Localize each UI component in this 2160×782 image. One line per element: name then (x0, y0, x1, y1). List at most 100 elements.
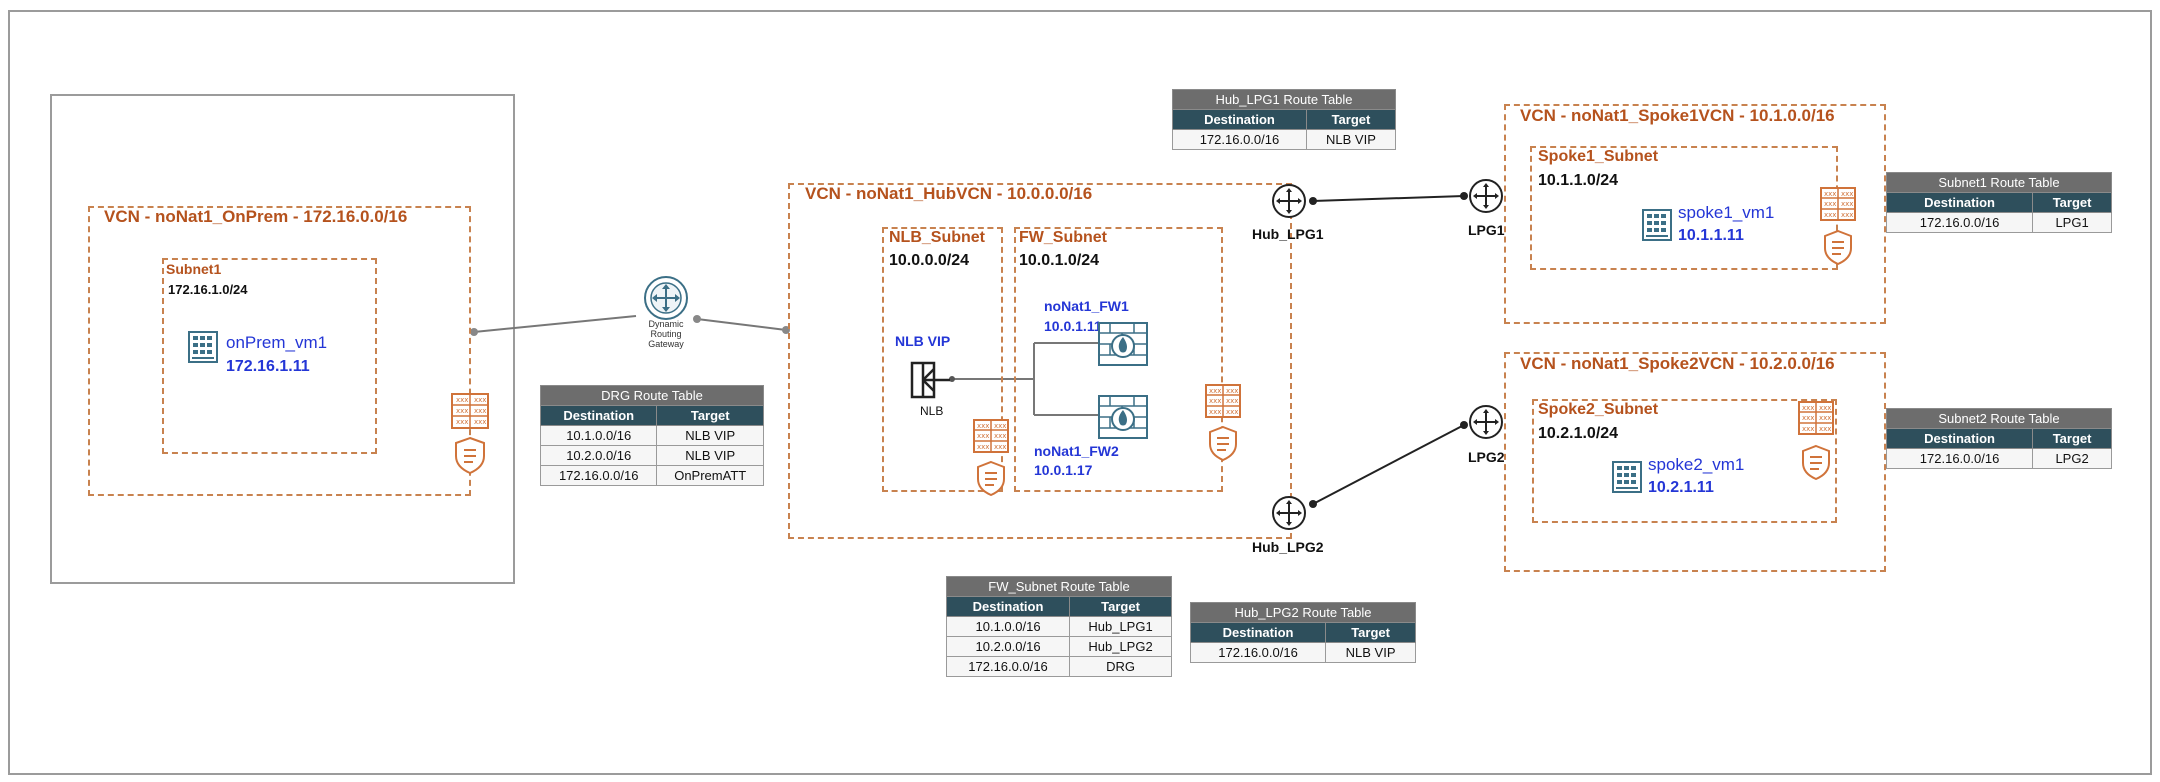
fw-subnet-route-table-title: FW_Subnet Route Table (946, 576, 1172, 597)
column-header-target: Target (2032, 192, 2112, 213)
security-list-shield-icon (977, 460, 1005, 496)
nlb-subnet-title: NLB_Subnet (889, 229, 985, 246)
column-header-destination: Destination (945, 596, 1071, 617)
svg-text:xxx: xxx (994, 432, 1006, 440)
column-header-destination: Destination (539, 405, 658, 426)
nlb-subnet-box (882, 227, 1003, 492)
spoke1-subnet-title: Spoke1_Subnet (1538, 148, 1659, 165)
drg-router-icon (644, 276, 688, 320)
svg-text:xxx: xxx (1209, 408, 1221, 416)
vm-icon (1612, 461, 1642, 493)
svg-text:xxx: xxx (1824, 190, 1836, 198)
firewall-icon (1098, 322, 1148, 366)
svg-text:xxx: xxx (1226, 408, 1238, 416)
spoke2-subnet-box (1532, 399, 1837, 523)
security-list-shield-icon (1802, 444, 1830, 480)
svg-text:xxx: xxx (456, 396, 468, 404)
fw2-name: noNat1_FW2 (1034, 443, 1119, 459)
hub-lpg2-route-table-title: Hub_LPG2 Route Table (1190, 602, 1416, 623)
svg-text:xxx: xxx (1226, 397, 1238, 405)
svg-text:xxx: xxx (456, 407, 468, 415)
spoke2-vcn-title: VCN - noNat1_Spoke2VCN - 10.2.0.0/16 (1520, 354, 1835, 373)
column-header-target: Target (1305, 109, 1397, 130)
outer-frame (8, 10, 2152, 775)
hub-vcn-box (788, 183, 1292, 539)
drg-label-line1: Dynamic (648, 319, 684, 329)
spoke1-vcn-box (1504, 104, 1886, 324)
onprem-vcn-title: VCN - noNat1_OnPrem - 172.16.0.0/16 (104, 207, 408, 226)
fw2-ip: 10.0.1.17 (1034, 462, 1093, 478)
nlb-subnet-cidr: 10.0.0.0/24 (889, 252, 970, 269)
svg-text:xxx: xxx (1819, 425, 1831, 433)
svg-text:xxx: xxx (1841, 200, 1853, 208)
subnet2-route-table-title: Subnet2 Route Table (1886, 408, 2112, 429)
onprem-vcn-box (88, 206, 471, 496)
lpg2-label: LPG2 (1468, 449, 1505, 465)
column-header-destination: Destination (1172, 109, 1307, 130)
column-header-target: Target (656, 405, 764, 426)
security-list-shield-icon (455, 436, 485, 474)
nlb-vip-label: NLB VIP (895, 333, 951, 349)
svg-text:xxx: xxx (994, 443, 1006, 451)
svg-text:xxx: xxx (1802, 404, 1814, 412)
hub-lpg1-label: Hub_LPG1 (1252, 226, 1324, 242)
onprem-subnet-box (162, 258, 377, 454)
svg-text:xxx: xxx (1802, 425, 1814, 433)
svg-text:xxx: xxx (977, 432, 989, 440)
load-balancer-icon (910, 361, 950, 399)
svg-text:xxx: xxx (1819, 414, 1831, 422)
svg-text:xxx: xxx (1824, 211, 1836, 219)
lpg1-label: LPG1 (1468, 222, 1505, 238)
lpg1-router-icon (1469, 179, 1503, 213)
drg-route-table-title: DRG Route Table (540, 385, 764, 406)
spoke2-vm-ip: 10.2.1.11 (1648, 479, 1714, 496)
svg-text:xxx: xxx (1209, 387, 1221, 395)
column-header-destination: Destination (1189, 622, 1327, 643)
hub-lpg1-router-icon (1272, 184, 1306, 218)
svg-text:xxx: xxx (994, 422, 1006, 430)
svg-text:xxx: xxx (474, 418, 486, 426)
hub-lpg2-label: Hub_LPG2 (1252, 539, 1324, 555)
fw1-name: noNat1_FW1 (1044, 298, 1129, 314)
svg-text:xxx: xxx (977, 422, 989, 430)
drg-label-line3: Gateway (648, 339, 684, 349)
hub-vcn-title: VCN - noNat1_HubVCN - 10.0.0.0/16 (805, 184, 1093, 203)
lpg2-peering-line (1312, 424, 1465, 505)
spoke2-subnet-title: Spoke2_Subnet (1538, 401, 1659, 418)
spoke1-subnet-cidr: 10.1.1.0/24 (1538, 172, 1619, 189)
spoke2-vm-name: spoke2_vm1 (1648, 455, 1745, 474)
svg-text:xxx: xxx (977, 443, 989, 451)
fw-subnet-box (1014, 227, 1223, 492)
column-header-destination: Destination (1885, 428, 2034, 449)
svg-text:xxx: xxx (1841, 190, 1853, 198)
column-header-target: Target (1325, 622, 1416, 643)
vm-icon (188, 331, 218, 363)
security-list-shield-icon (1209, 425, 1237, 461)
onprem-region-frame (50, 94, 515, 584)
onprem-subnet-cidr: 172.16.1.0/24 (168, 282, 248, 297)
firewall-icon (1098, 395, 1148, 439)
lpg2-router-icon (1469, 405, 1503, 439)
spoke1-vm-ip: 10.1.1.11 (1678, 227, 1744, 244)
subnet1-route-table-title: Subnet1 Route Table (1886, 172, 2112, 193)
svg-text:xxx: xxx (474, 407, 486, 415)
svg-text:xxx: xxx (1802, 414, 1814, 422)
